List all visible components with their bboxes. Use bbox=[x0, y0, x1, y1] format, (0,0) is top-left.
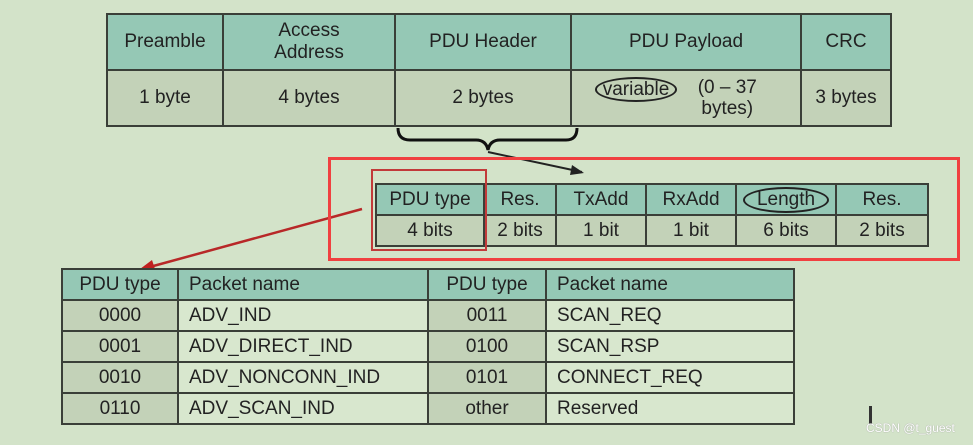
packet-name: SCAN_REQ bbox=[545, 299, 795, 332]
packet-header-cell: Preamble bbox=[106, 13, 224, 71]
header-size-cell: 2 bits bbox=[835, 214, 929, 247]
header-size-cell: 6 bits bbox=[735, 214, 837, 247]
packet-header-cell: PDU Payload bbox=[570, 13, 802, 71]
packet-size-cell: variable (0 – 37 bytes) bbox=[570, 69, 802, 127]
table-row: 0110 ADV_SCAN_IND other Reserved bbox=[61, 392, 795, 425]
pdu-type-code: 0100 bbox=[427, 330, 547, 363]
packet-size-cell: 3 bytes bbox=[800, 69, 892, 127]
packet-name: Reserved bbox=[545, 392, 795, 425]
table-row: 0010 ADV_NONCONN_IND 0101 CONNECT_REQ bbox=[61, 361, 795, 394]
packet-header-cell: Access Address bbox=[222, 13, 396, 71]
payload-range-label: (0 – 37 bytes) bbox=[697, 77, 757, 119]
packet-name: ADV_IND bbox=[177, 299, 429, 332]
pdu-type-code: other bbox=[427, 392, 547, 425]
packet-size-cell: 2 bytes bbox=[394, 69, 572, 127]
packet-name: ADV_NONCONN_IND bbox=[177, 361, 429, 394]
brace-icon bbox=[396, 127, 579, 151]
header-field-cell: Res. bbox=[483, 183, 557, 216]
table-row: 0000 ADV_IND 0011 SCAN_REQ bbox=[61, 299, 795, 332]
packet-header-cell: CRC bbox=[800, 13, 892, 71]
header-field-cell: PDU type bbox=[375, 183, 485, 216]
text-cursor-icon bbox=[869, 406, 872, 424]
packet-format-table: Preamble Access Address PDU Header PDU P… bbox=[106, 13, 892, 127]
pdu-type-highlight bbox=[371, 169, 487, 251]
header-size-cell: 2 bits bbox=[483, 214, 557, 247]
pdu-header-highlight bbox=[328, 157, 960, 261]
packet-name: CONNECT_REQ bbox=[545, 361, 795, 394]
variable-circled-label: variable bbox=[594, 77, 678, 102]
pdu-types-table: PDU type Packet name PDU type Packet nam… bbox=[61, 268, 795, 425]
header-field-cell: RxAdd bbox=[645, 183, 737, 216]
pdu-type-code: 0000 bbox=[61, 299, 179, 332]
length-circled-label: Length bbox=[742, 186, 830, 213]
header-size-cell: 1 bit bbox=[555, 214, 647, 247]
packet-name: SCAN_RSP bbox=[545, 330, 795, 363]
packet-size-cell: 1 byte bbox=[106, 69, 224, 127]
pdu-type-code: 0101 bbox=[427, 361, 547, 394]
pdu-header-table: PDU type Res. TxAdd RxAdd Length Res. 4 … bbox=[375, 183, 929, 247]
header-size-cell: 1 bit bbox=[645, 214, 737, 247]
header-field-cell: TxAdd bbox=[555, 183, 647, 216]
column-header: PDU type bbox=[427, 268, 547, 301]
pdu-type-code: 0110 bbox=[61, 392, 179, 425]
column-header: Packet name bbox=[177, 268, 429, 301]
packet-header-cell: PDU Header bbox=[394, 13, 572, 71]
header-size-cell: 4 bits bbox=[375, 214, 485, 247]
header-field-cell: Length bbox=[735, 183, 837, 216]
access-address-label: Access Address bbox=[274, 20, 344, 63]
pdu-type-code: 0011 bbox=[427, 299, 547, 332]
pdu-type-code: 0001 bbox=[61, 330, 179, 363]
packet-name: ADV_SCAN_IND bbox=[177, 392, 429, 425]
table-row: 0001 ADV_DIRECT_IND 0100 SCAN_RSP bbox=[61, 330, 795, 363]
pdu-type-code: 0010 bbox=[61, 361, 179, 394]
packet-name: ADV_DIRECT_IND bbox=[177, 330, 429, 363]
packet-size-cell: 4 bytes bbox=[222, 69, 396, 127]
header-field-cell: Res. bbox=[835, 183, 929, 216]
watermark: CSDN @t_guest bbox=[866, 421, 955, 435]
column-header: Packet name bbox=[545, 268, 795, 301]
column-header: PDU type bbox=[61, 268, 179, 301]
